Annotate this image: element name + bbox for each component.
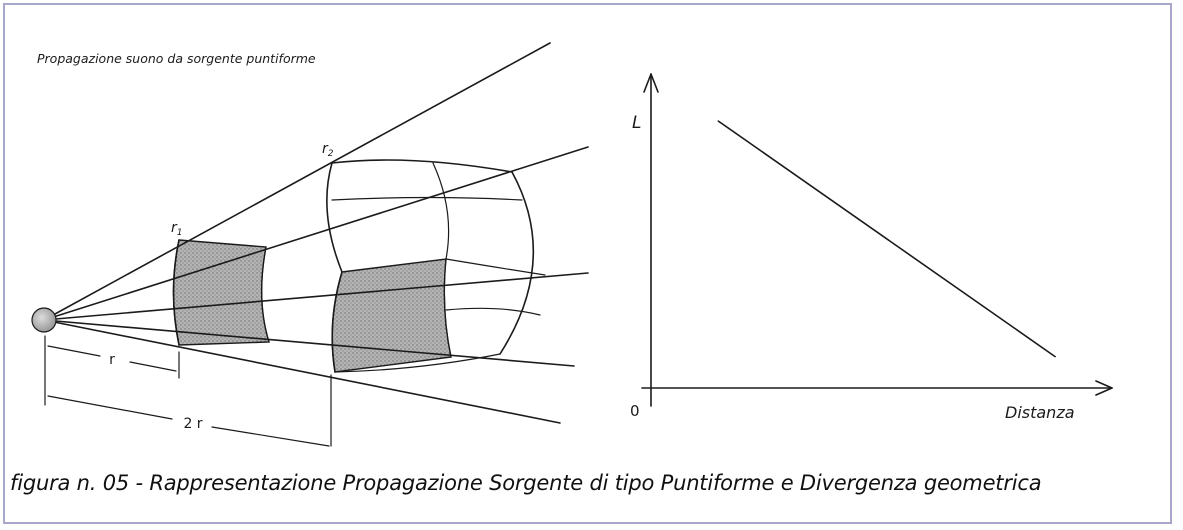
ray-mid-upper: [43, 146, 589, 321]
x-axis-arrow: [1095, 380, 1113, 396]
wavefront-cap-top: [331, 159, 513, 173]
grid-horizontal-2: [445, 258, 546, 276]
wavefront-cap-bottom: [334, 353, 501, 373]
ray-mid-lower: [43, 319, 575, 367]
ray-lower: [43, 319, 561, 424]
y-axis-label: L: [632, 113, 641, 133]
point-source: [31, 307, 57, 333]
label-r2: r2: [322, 141, 334, 159]
shaded-area-r1: [172, 239, 270, 346]
label-r1: r1: [171, 220, 183, 238]
diagram-title: Propagazione suono da sorgente puntiform…: [37, 51, 316, 66]
grid-horizontal-1: [331, 196, 523, 201]
wavefront-r1: [172, 239, 180, 346]
wavefront-r2: [326, 162, 343, 373]
y-axis-arrow: [643, 73, 659, 93]
dimension-r-label: r: [109, 352, 115, 368]
wavefront-cap-right: [499, 171, 535, 355]
shaded-area-r2: [331, 258, 452, 373]
dimension-2r: 2 r: [47, 374, 332, 447]
figure-caption: figura n. 05 - Rappresentazione Propagaz…: [10, 471, 1042, 495]
ray-mid: [43, 272, 589, 321]
level-distance-chart: L Distanza 0: [630, 73, 1113, 422]
dimension-r: r: [44, 335, 180, 406]
wavefront-mid-1: [261, 246, 270, 343]
origin-label: 0: [630, 402, 640, 420]
propagation-diagram: r1 r2 r 2 r: [31, 42, 589, 447]
dimension-2r-label: 2 r: [183, 416, 202, 432]
ray-upper: [43, 42, 551, 321]
x-axis-label: Distanza: [1005, 403, 1075, 422]
grid-horizontal-3: [445, 307, 541, 316]
series-line-0: [717, 120, 1056, 358]
